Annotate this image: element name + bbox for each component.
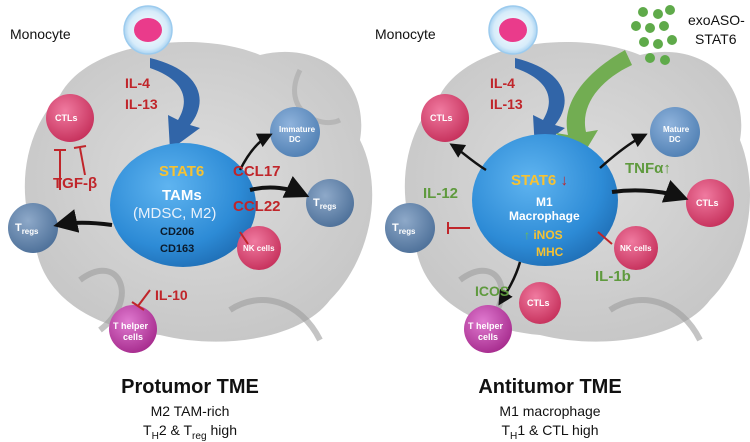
exoaso-particles	[631, 5, 677, 65]
stat6-label-right: STAT6 ↓	[511, 172, 568, 189]
nk-cell-right	[614, 226, 658, 270]
treg-label-right: Tregs	[313, 197, 337, 212]
up-arrow-icon: ↑	[524, 228, 534, 242]
cd163-label: CD163	[160, 243, 195, 255]
mature-dc-cell	[650, 107, 700, 157]
treg-cell-r	[385, 203, 435, 253]
ctl-label-top: CTLs	[430, 113, 453, 123]
ccl22-label: CCL22	[233, 198, 281, 215]
m1-core	[472, 134, 618, 266]
tams-label: TAMs	[162, 187, 202, 204]
ctl-cell-top	[421, 94, 469, 142]
monocyte-label-left: Monocyte	[10, 26, 71, 42]
treg-cell-right	[306, 179, 354, 227]
ctl-cell-bottom	[519, 282, 561, 324]
t-helper-label-right-2: cells	[478, 332, 499, 342]
t-helper-label-left-1: T helper	[113, 321, 149, 331]
inos-label: ↑ iNOS	[524, 228, 563, 242]
il10-label: IL-10	[155, 287, 188, 303]
mdsc-label: (MDSC, M2)	[133, 205, 217, 222]
left-panel	[8, 5, 373, 353]
ctl-label-left: CTLs	[55, 113, 78, 123]
macrophage-label: Macrophage	[509, 209, 580, 223]
cd206-label: CD206	[160, 226, 195, 238]
exoaso-label-2: STAT6	[695, 31, 737, 47]
il13-label-right: IL-13	[490, 96, 523, 112]
ctl-cell-left	[46, 94, 94, 142]
treg-label-left: Tregs	[15, 222, 39, 237]
t-helper-label-right-1: T helper	[468, 321, 504, 331]
t-helper-label-left-2: cells	[123, 332, 144, 342]
immature-dc-cell	[270, 107, 320, 157]
icos-label: ICOS	[475, 283, 510, 299]
nk-label-left: NK cells	[243, 244, 275, 253]
up-arrow-icon-tnfa: ↑	[663, 160, 671, 177]
ctl-cell-right	[686, 179, 734, 227]
nk-label-right: NK cells	[620, 244, 652, 253]
monocyte-arrow-left	[150, 58, 200, 150]
il13-label-left: IL-13	[125, 96, 158, 112]
tnfa-label: TNFα↑	[625, 160, 671, 177]
exoaso-arrow	[556, 50, 632, 160]
monocyte-arrow-right	[515, 58, 565, 150]
left-subtitle-2: TH2 & Treg high	[143, 422, 237, 442]
left-title: Protumor TME	[121, 376, 259, 398]
exoaso-label-1: exoASO-	[688, 12, 745, 28]
immature-dc-label-1: Immature	[279, 125, 316, 134]
treg-cell-left	[8, 203, 58, 253]
monocyte-label-right: Monocyte	[375, 26, 436, 42]
m1-label: M1	[536, 195, 553, 209]
t-helper-cell-right	[464, 305, 512, 353]
right-title: Antitumor TME	[478, 376, 622, 398]
immature-dc-label-2: DC	[289, 135, 301, 144]
right-panel	[385, 5, 750, 353]
mhc-label: MHC	[536, 245, 564, 259]
ccl17-label: CCL17	[233, 163, 281, 180]
ctl-label-right: CTLs	[696, 198, 719, 208]
il12-label: IL-12	[423, 185, 459, 202]
right-subtitle-1: M1 macrophage	[499, 403, 601, 419]
tam-core	[110, 143, 256, 267]
left-subtitle-1: M2 TAM-rich	[150, 403, 230, 419]
mature-dc-label-2: DC	[669, 135, 681, 144]
t-helper-cell-left	[109, 305, 157, 353]
down-arrow-icon: ↓	[556, 172, 568, 189]
treg-label-r: Tregs	[392, 222, 416, 237]
stat6-label-left: STAT6	[159, 163, 205, 180]
right-subtitle-2: TH1 & CTL high	[501, 422, 599, 442]
tgfb-label: TGF-β	[53, 175, 98, 192]
nk-cell-left	[237, 226, 281, 270]
il4-label-right: IL-4	[490, 75, 515, 91]
il4-label-left: IL-4	[125, 75, 150, 91]
ctl-label-bottom: CTLs	[527, 298, 550, 308]
il1b-label: IL-1b	[595, 268, 631, 285]
mature-dc-label-1: Mature	[663, 125, 690, 134]
